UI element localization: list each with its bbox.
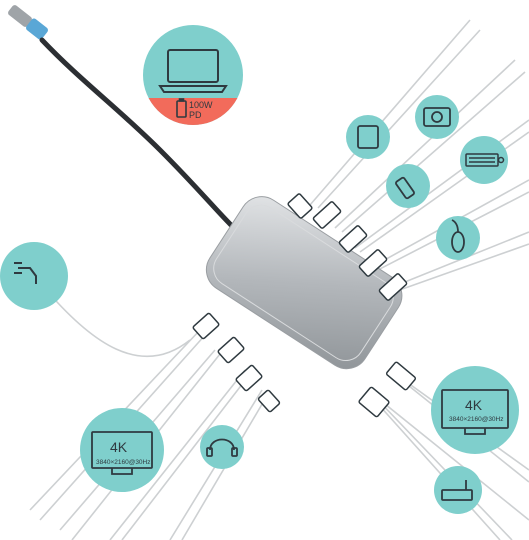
headset-circle: [200, 425, 244, 469]
tablet-icon: [357, 125, 379, 149]
resolution-label-right: 4K: [465, 397, 483, 413]
laptop-circle: 100W PD: [143, 25, 243, 125]
display-circle-left: 4K 3840×2160@30Hz: [80, 408, 164, 492]
power-rating-label: 100W: [189, 100, 213, 110]
tablet-circle: [346, 115, 390, 159]
camera-circle: [415, 95, 459, 139]
usb-c-cable: [8, 5, 241, 235]
router-icon: [441, 480, 473, 501]
router-circle: [434, 466, 482, 514]
camera-icon: [423, 107, 451, 127]
keyboard-circle: [460, 136, 508, 184]
connector-plugs: [192, 193, 417, 418]
monitor-icon-right: [441, 389, 509, 435]
power-plug-icon: [14, 262, 37, 284]
mouse-circle: [436, 216, 480, 260]
resolution-label-left: 4K: [110, 439, 128, 455]
resolution-detail-right: 3840×2160@30Hz: [449, 416, 504, 423]
power-circle: [0, 242, 68, 310]
power-delivery-label: PD: [189, 110, 202, 120]
laptop-icon: [158, 49, 228, 93]
monitor-icon-left: [91, 431, 153, 475]
mouse-icon: [451, 219, 465, 253]
battery-icon: [176, 98, 187, 118]
usb-hub: [205, 196, 403, 370]
headset-icon: [206, 438, 238, 457]
display-circle-right: 4K 3840×2160@30Hz: [431, 366, 519, 454]
flash-drive-icon: [395, 176, 415, 200]
keyboard-icon: [465, 153, 505, 167]
flash-drive-circle: [386, 164, 430, 208]
resolution-detail-left: 3840×2160@30Hz: [96, 459, 151, 466]
